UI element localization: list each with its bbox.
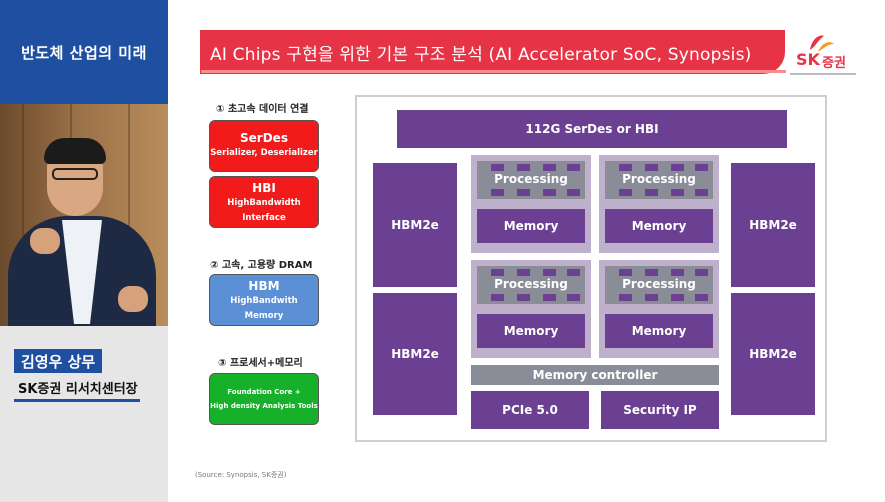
presenter-hand (118, 286, 148, 312)
presenter-hair (44, 138, 106, 164)
foundation-core-label: Foundation Core + (227, 388, 301, 396)
memory-block: Memory (605, 209, 713, 243)
speaker-name-tag: 김영우 상무 (14, 349, 103, 373)
analysis-tools-label: High density Analysis Tools (210, 402, 318, 410)
memory-controller: Memory controller (471, 365, 719, 385)
memory-block: Memory (477, 314, 585, 348)
hbi-sublabel-2: Interface (242, 212, 286, 223)
speaker-underline (14, 399, 140, 402)
hbm-block-right-top: HBM2e (731, 163, 815, 287)
legend-heading-2: ② 고속, 고용량 DRAM (210, 260, 313, 271)
serdes-box: SerDes Serializer, Deserializer (209, 120, 319, 172)
security-ip-block: Security IP (601, 391, 719, 429)
processing-unit: Processing (605, 161, 713, 199)
serdes-label: SerDes (240, 130, 288, 145)
hbi-label: HBI (252, 180, 276, 195)
series-title: 반도체 산업의 미래 (21, 43, 147, 62)
presenter-panel: 반도체 산업의 미래 김영우 상무 SK증권 리서치센터장 (0, 0, 168, 502)
processing-label: Processing (494, 277, 568, 291)
legend-heading-3: ③ 프로세서+메모리 (218, 358, 303, 369)
speaker-title: SK증권 리서치센터장 (18, 382, 138, 397)
pcie-block: PCIe 5.0 (471, 391, 589, 429)
memory-block: Memory (605, 314, 713, 348)
presenter-hand (30, 228, 60, 254)
serdes-hbi-bar: 112G SerDes or HBI (397, 110, 787, 148)
logo-text: SK (796, 50, 820, 69)
processing-group-2: Processing Memory (599, 155, 719, 253)
hbi-sublabel-1: HighBandwidth (227, 197, 301, 208)
hbm-block-right-bottom: HBM2e (731, 293, 815, 415)
serdes-sublabel: Serializer, Deserializer (210, 147, 318, 158)
series-title-box: 반도체 산업의 미래 (0, 0, 168, 104)
foundation-core-box: Foundation Core + High density Analysis … (209, 373, 319, 425)
soc-diagram: 112G SerDes or HBI HBM2e HBM2e HBM2e HBM… (355, 95, 827, 442)
hbi-box: HBI HighBandwidth Interface (209, 176, 319, 228)
processing-unit: Processing (477, 161, 585, 199)
hbm-label: HBM (248, 278, 280, 293)
processing-label: Processing (622, 172, 696, 186)
slide-title: AI Chips 구현을 위한 기본 구조 분석 (AI Accelerator… (210, 44, 752, 65)
hbm-block-left-top: HBM2e (373, 163, 457, 287)
memory-block: Memory (477, 209, 585, 243)
processing-group-3: Processing Memory (471, 260, 591, 358)
title-accent-line (201, 70, 786, 73)
sk-securities-logo: SK 증권 (792, 30, 862, 72)
speaker-name: 김영우 상무 (21, 352, 96, 371)
source-note: (Source: Synopsis, SK증권) (195, 471, 287, 479)
hbm-sublabel-2: Memory (244, 310, 284, 321)
processing-unit: Processing (477, 266, 585, 304)
processing-unit: Processing (605, 266, 713, 304)
presenter-glasses (52, 168, 98, 180)
slide-title-banner: AI Chips 구현을 위한 기본 구조 분석 (AI Accelerator… (200, 30, 785, 74)
logo-divider (790, 73, 856, 75)
processing-group-1: Processing Memory (471, 155, 591, 253)
hbm-block-left-bottom: HBM2e (373, 293, 457, 415)
butterfly-icon (810, 35, 834, 52)
hbm-sublabel-1: HighBandwith (230, 295, 298, 306)
hbm-box: HBM HighBandwith Memory (209, 274, 319, 326)
processing-group-4: Processing Memory (599, 260, 719, 358)
logo-subtext: 증권 (822, 56, 846, 71)
legend-heading-1: ① 초고속 데이터 연결 (216, 104, 309, 115)
presenter-video (0, 104, 168, 326)
processing-label: Processing (622, 277, 696, 291)
processing-label: Processing (494, 172, 568, 186)
